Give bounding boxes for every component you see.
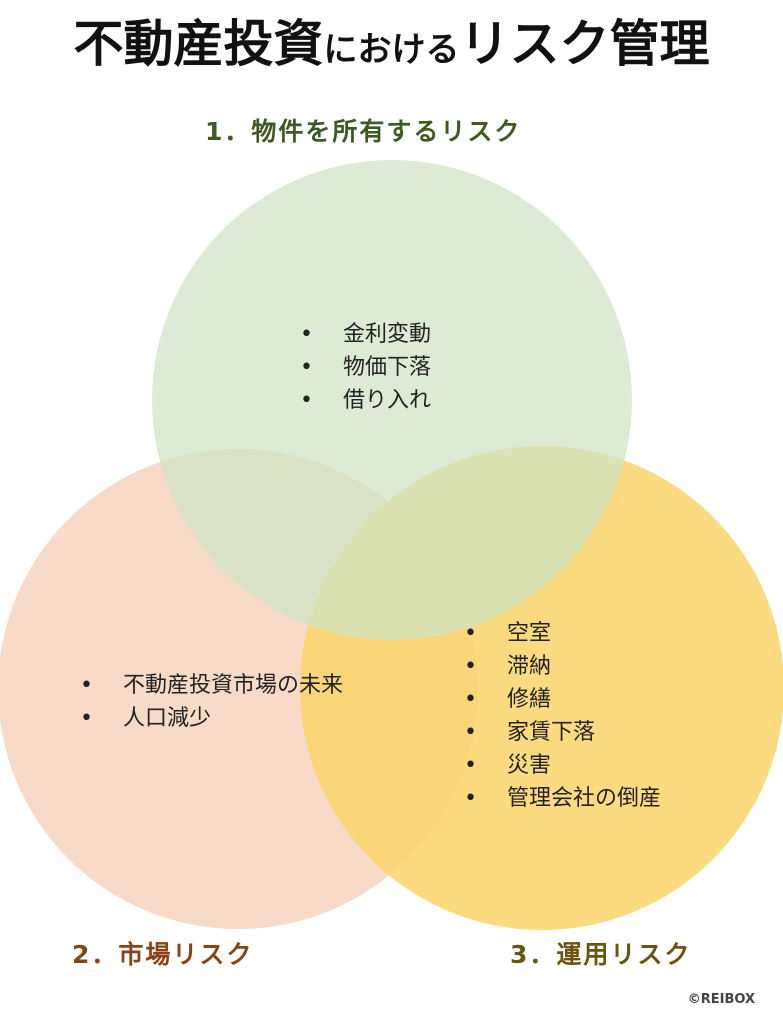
set-label-ownership-risk: 1．物件を所有するリスク	[205, 117, 522, 146]
ownership-risk-list: • 金利変動 • 物価下落 • 借り入れ	[300, 318, 560, 417]
list-item: • 滞納	[464, 650, 744, 683]
list-item-text: 人口減少	[123, 706, 212, 731]
list-item-text: 修繕	[507, 687, 552, 712]
list-item: • 不動産投資市場の未来	[80, 669, 410, 702]
bullet: •	[300, 322, 313, 347]
list-item: • 金利変動	[300, 318, 560, 351]
bullet: •	[464, 687, 477, 712]
bullet: •	[464, 654, 477, 679]
bullet: •	[80, 673, 93, 698]
list-item: • 空室	[464, 617, 744, 650]
bullet: •	[464, 786, 477, 811]
set-label-market-risk: 2．市場リスク	[72, 940, 254, 969]
list-item-text: 空室	[507, 621, 552, 646]
title-part-2: における	[323, 30, 460, 70]
bullet: •	[464, 753, 477, 778]
page-title: 不動産投資におけるリスク管理	[0, 8, 783, 92]
list-item-text: 災害	[507, 753, 552, 778]
list-item: • 借り入れ	[300, 384, 560, 417]
list-item-text: 不動産投資市場の未来	[123, 673, 344, 698]
bullet: •	[300, 388, 313, 413]
list-item-text: 物価下落	[343, 355, 432, 380]
list-item-text: 滞納	[507, 654, 552, 679]
list-item-text: 家賃下落	[507, 720, 596, 745]
list-item: • 家賃下落	[464, 716, 744, 749]
operation-risk-list: • 空室 • 滞納 • 修繕 • 家賃下落 • 災害 • 管理会社の倒産	[464, 617, 744, 815]
list-item: • 災害	[464, 749, 744, 782]
bullet: •	[80, 706, 93, 731]
list-item-text: 金利変動	[343, 322, 432, 347]
list-item: • 管理会社の倒産	[464, 782, 744, 815]
bullet: •	[464, 720, 477, 745]
bullet: •	[300, 355, 313, 380]
copyright-text: ©REIBOX	[687, 992, 755, 1007]
title-part-1: 不動産投資	[73, 15, 324, 73]
venn-circle-ownership-risk	[152, 160, 632, 640]
list-item-text: 借り入れ	[343, 388, 432, 413]
title-part-3: リスク管理	[459, 15, 710, 73]
market-risk-list: • 不動産投資市場の未来 • 人口減少	[80, 669, 410, 735]
list-item: • 物価下落	[300, 351, 560, 384]
set-label-operation-risk: 3．運用リスク	[510, 940, 692, 969]
list-item: • 人口減少	[80, 702, 410, 735]
list-item-text: 管理会社の倒産	[507, 786, 662, 811]
list-item: • 修繕	[464, 683, 744, 716]
bullet: •	[464, 621, 477, 646]
